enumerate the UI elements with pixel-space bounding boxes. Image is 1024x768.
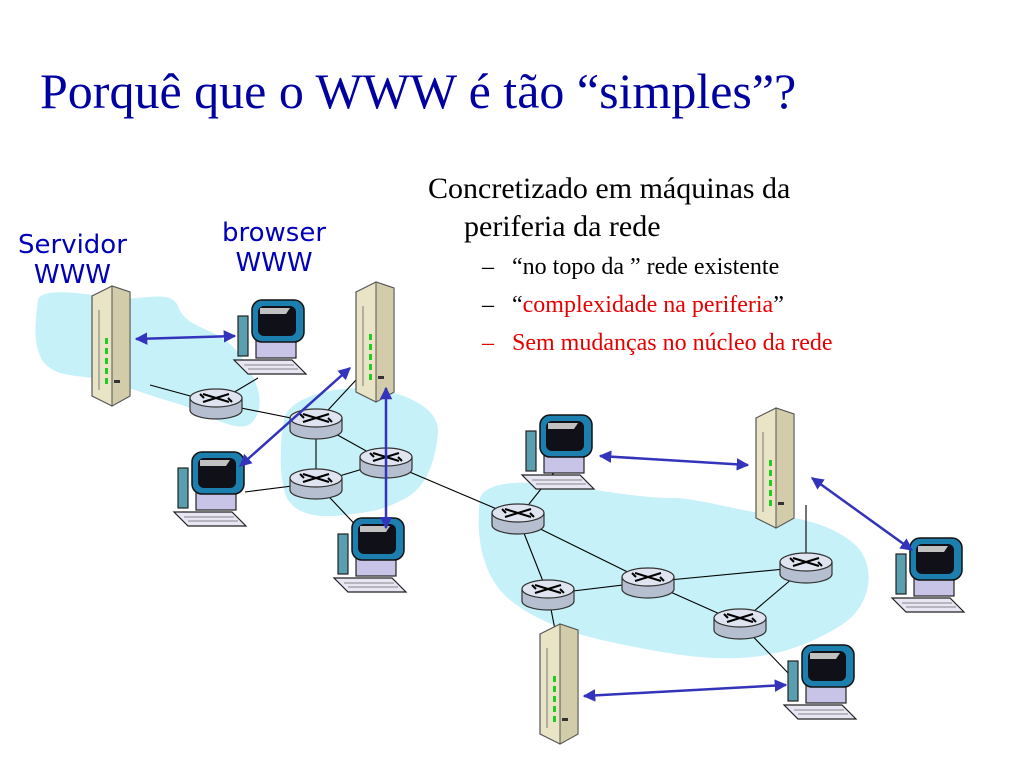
dash-3: – — [482, 330, 494, 356]
router-icon — [713, 608, 767, 640]
computer-icon — [521, 414, 595, 490]
bullet-main-line2: periferia da rede — [464, 210, 661, 243]
router-icon — [289, 468, 343, 500]
dash-1: – — [482, 254, 494, 280]
router-icon — [189, 388, 243, 420]
label-browser-line1: browser — [222, 218, 327, 248]
server-icon — [539, 623, 579, 745]
sub-bullet-2-open: “ — [512, 292, 523, 318]
bullet-main-line1: Concretizado em máquinas da — [428, 172, 791, 205]
router-icon — [779, 552, 833, 584]
computer-icon — [173, 451, 247, 527]
arrow-server-pc — [810, 476, 914, 552]
bullet-main: Concretizado em máquinas da periferia da… — [428, 170, 1018, 246]
server-icon — [91, 285, 131, 407]
server-icon — [355, 281, 395, 403]
arrow-pc-server — [598, 450, 750, 471]
sub-bullet-3: –Sem mudanças no núcleo da rede — [428, 326, 1018, 360]
computer-icon — [891, 537, 965, 613]
label-browser-line2: WWW — [235, 248, 313, 278]
arrow-bottom — [582, 679, 788, 702]
router-icon — [491, 503, 545, 535]
sub-bullet-2-close: ” — [773, 292, 784, 318]
router-icon — [521, 579, 575, 611]
label-servidor-line2: WWW — [33, 260, 112, 290]
sub-bullet-3-text: Sem mudanças no núcleo da rede — [512, 330, 833, 356]
computer-icon — [783, 644, 857, 720]
sub-bullet-2: –“complexidade na periferia” — [428, 288, 1018, 322]
cloud-region — [478, 482, 869, 659]
computer-icon — [233, 299, 307, 375]
arrow-server-browser — [134, 330, 237, 345]
label-browser-www: browser WWW — [222, 218, 326, 278]
sub-bullet-1-text: “no topo da ” rede existente — [512, 254, 780, 280]
sub-bullet-2-highlight: complexidade na periferia — [522, 292, 774, 318]
server-icon — [755, 407, 795, 529]
bullet-list: Concretizado em máquinas da periferia da… — [428, 170, 1018, 360]
sub-bullet-1: –“no topo da ” rede existente — [428, 250, 1018, 284]
label-servidor-www: Servidor WWW — [18, 230, 127, 290]
router-icon — [621, 567, 675, 599]
slide-title: Porquê que o WWW é tão “simples”? — [40, 63, 797, 119]
label-servidor-line1: Servidor — [18, 230, 127, 260]
dash-2: – — [482, 292, 494, 318]
computer-icon — [333, 517, 407, 593]
arrow-browser-server — [239, 367, 351, 467]
